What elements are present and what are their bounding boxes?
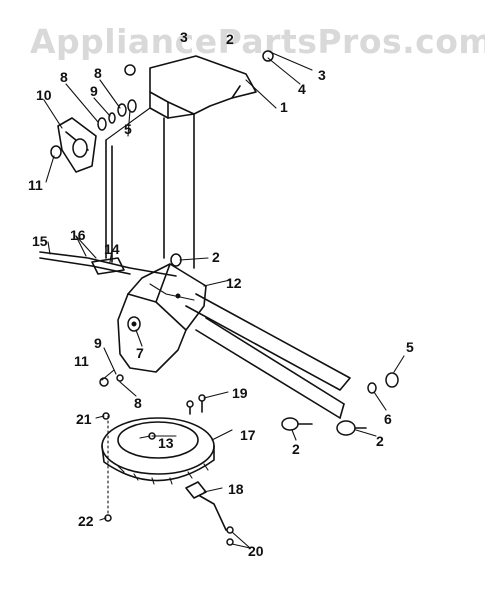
callout-6: 6 — [384, 411, 392, 427]
callout-22: 22 — [78, 513, 94, 529]
crank-handle-wheel — [50, 117, 97, 173]
callout-5: 5 — [124, 121, 132, 137]
callout-12: 12 — [226, 275, 242, 291]
callout-8: 8 — [134, 395, 142, 411]
callout-2: 2 — [376, 433, 384, 449]
crank-rod — [105, 107, 195, 269]
callout-11: 11 — [74, 353, 89, 369]
gearbox-housing — [117, 253, 207, 373]
callout-5: 5 — [406, 339, 414, 355]
watermark: AppliancePartsPros.com — [30, 22, 485, 61]
callout-17: 17 — [240, 427, 256, 443]
callout-2: 2 — [212, 249, 220, 265]
gearbox-fasteners — [99, 374, 124, 387]
callout-9: 9 — [94, 335, 102, 351]
callout-2: 2 — [226, 31, 234, 47]
callout-7: 7 — [136, 345, 144, 361]
callout-3: 3 — [180, 29, 188, 45]
callout-8: 8 — [94, 65, 102, 81]
chute-ring — [101, 417, 215, 485]
callout-3: 3 — [318, 67, 326, 83]
callout-21: 21 — [76, 411, 92, 427]
right-bolts — [281, 372, 399, 436]
crank-washers — [97, 50, 274, 131]
chute-top-cap — [149, 55, 257, 119]
callout-8: 8 — [60, 69, 68, 85]
callout-4: 4 — [298, 81, 306, 97]
callout-1: 1 — [280, 99, 288, 115]
callout-14: 14 — [104, 241, 120, 257]
leader-lines — [43, 51, 405, 549]
callout-15: 15 — [32, 233, 48, 249]
callout-20: 20 — [248, 543, 264, 559]
callout-19: 19 — [232, 385, 248, 401]
callout-13: 13 — [158, 435, 174, 451]
callout-9: 9 — [90, 83, 98, 99]
callout-labels: 1 2 2 2 2 3 3 4 5 5 6 7 8 8 8 9 9 10 11 … — [28, 29, 414, 559]
chute-support-arm — [185, 293, 351, 419]
callout-2: 2 — [292, 441, 300, 457]
callout-16: 16 — [70, 227, 86, 243]
callout-18: 18 — [228, 481, 244, 497]
pawl-linkage — [185, 481, 234, 546]
callout-11: 11 — [28, 177, 43, 193]
callout-10: 10 — [36, 87, 52, 103]
